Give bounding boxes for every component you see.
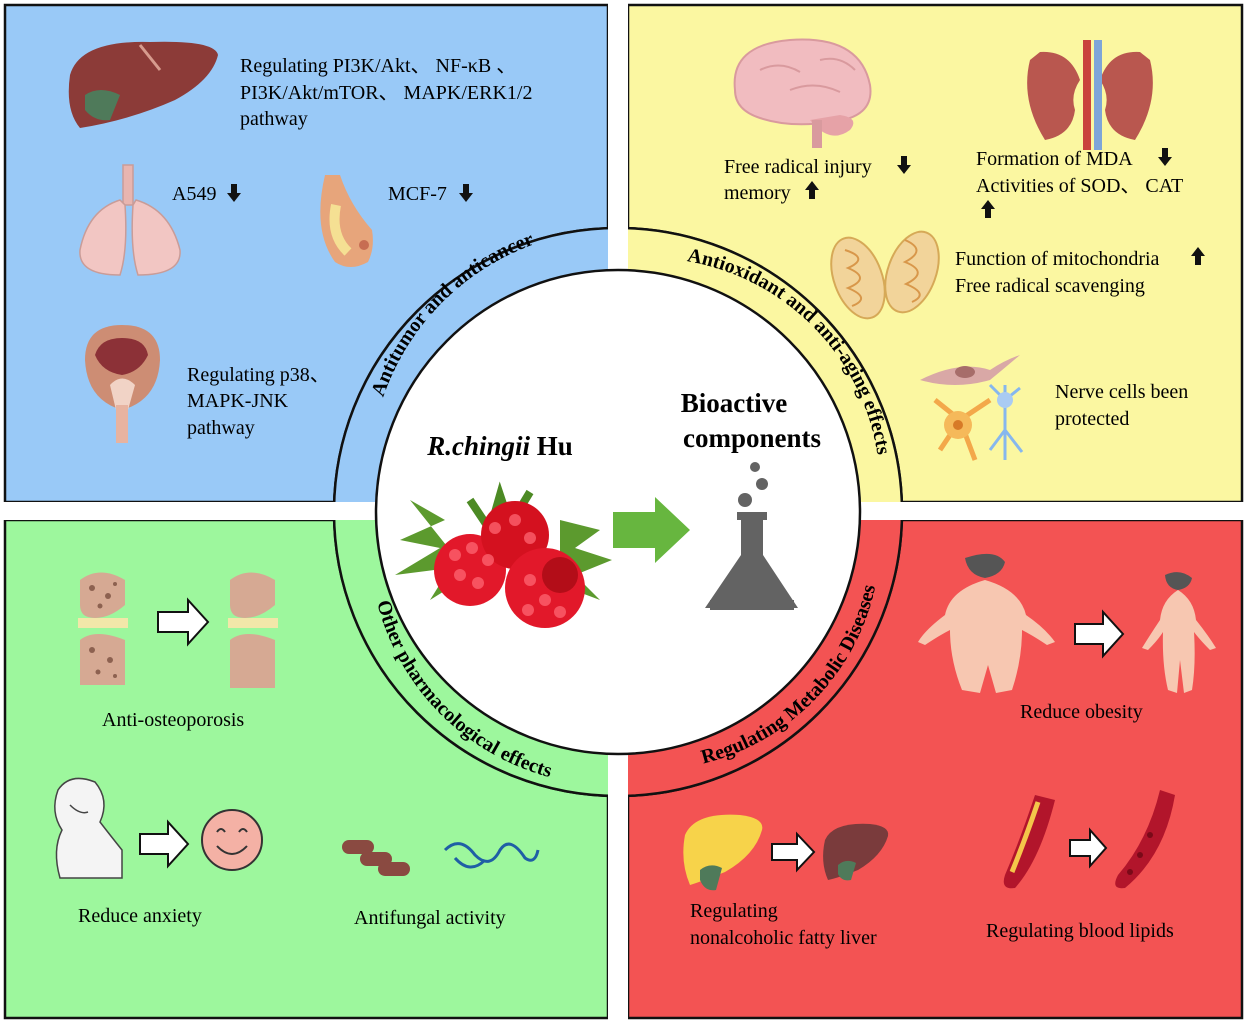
down-arrow-icon	[1158, 148, 1172, 166]
mito-text-2: Free radical scavenging	[955, 275, 1145, 297]
plant-name: R.chingii Hu	[426, 431, 573, 461]
bioactive-title-2: components	[683, 423, 821, 453]
fungal-label: Antifungal activity	[354, 907, 506, 929]
up-arrow-icon	[805, 181, 819, 199]
clogged-artery-icon	[1003, 795, 1055, 889]
raspberry-icon	[395, 481, 612, 628]
healthy-artery-icon	[1115, 790, 1175, 889]
liver-icon	[68, 41, 218, 128]
down-arrow-icon	[897, 156, 911, 174]
fungi-icon	[342, 840, 540, 876]
fatty-liver-icon	[683, 814, 763, 891]
obesity-label: Reduce obesity	[1020, 701, 1143, 723]
lung-label: A549	[172, 183, 216, 205]
mito-text-1: Function of mitochondria	[955, 248, 1160, 270]
healthy-bone-icon	[228, 572, 278, 688]
nerve-cells-icon	[920, 355, 1024, 461]
prostate-text-3: pathway	[187, 417, 255, 439]
bioactive-title-1: Bioactive	[681, 388, 787, 418]
up-arrow-icon	[981, 200, 995, 218]
breast-icon	[320, 175, 373, 267]
healthy-liver-icon	[823, 823, 889, 881]
kidney-text-2: Activities of SOD、 CAT	[976, 175, 1183, 197]
liver-text-3: pathway	[240, 108, 308, 130]
anxiety-label: Reduce anxiety	[78, 905, 202, 927]
prostate-text-1: Regulating p38、	[187, 364, 330, 386]
down-arrow-icon	[459, 184, 473, 202]
liver-reg-text-1: Regulating	[690, 900, 778, 922]
brain-icon	[733, 38, 872, 148]
up-arrow-icon	[1191, 247, 1205, 265]
nerve-text-2: protected	[1055, 408, 1129, 430]
mitochondria-icon	[830, 230, 940, 320]
hollow-arrow-icon	[1074, 609, 1125, 659]
slim-person-icon	[1142, 572, 1216, 693]
prostate-text-2: MAPK-JNK	[187, 390, 289, 412]
brain-text-2: memory	[724, 182, 791, 204]
green-arrow-icon	[613, 497, 690, 563]
lung-icon	[79, 164, 181, 276]
bone-label: Anti-osteoporosis	[102, 709, 244, 731]
anxious-person-icon	[54, 777, 123, 879]
osteoporosis-bone-icon	[78, 572, 128, 685]
liver-reg-text-2: nonalcoholic fatty liver	[690, 927, 877, 949]
hollow-arrow-icon	[771, 831, 816, 873]
brain-text-1: Free radical injury	[724, 156, 872, 178]
hollow-arrow-icon	[157, 597, 210, 647]
liver-text-2: PI3K/Akt/mTOR、 MAPK/ERK1/2	[240, 82, 532, 104]
kidney-icon	[1027, 40, 1153, 150]
down-arrow-icon	[227, 184, 241, 202]
liver-text-1: Regulating PI3K/Akt、 NF-κB 、	[240, 55, 516, 77]
prostate-icon	[85, 325, 160, 443]
hollow-arrow-icon	[139, 819, 190, 869]
hollow-arrow-icon	[1069, 827, 1108, 869]
smiley-icon	[201, 809, 263, 871]
nerve-text-1: Nerve cells been	[1055, 381, 1188, 403]
lipids-label: Regulating blood lipids	[986, 920, 1174, 942]
flask-icon	[705, 462, 798, 610]
obese-person-icon	[918, 553, 1055, 693]
kidney-text-1: Formation of MDA	[976, 148, 1133, 170]
breast-label: MCF-7	[388, 183, 447, 205]
